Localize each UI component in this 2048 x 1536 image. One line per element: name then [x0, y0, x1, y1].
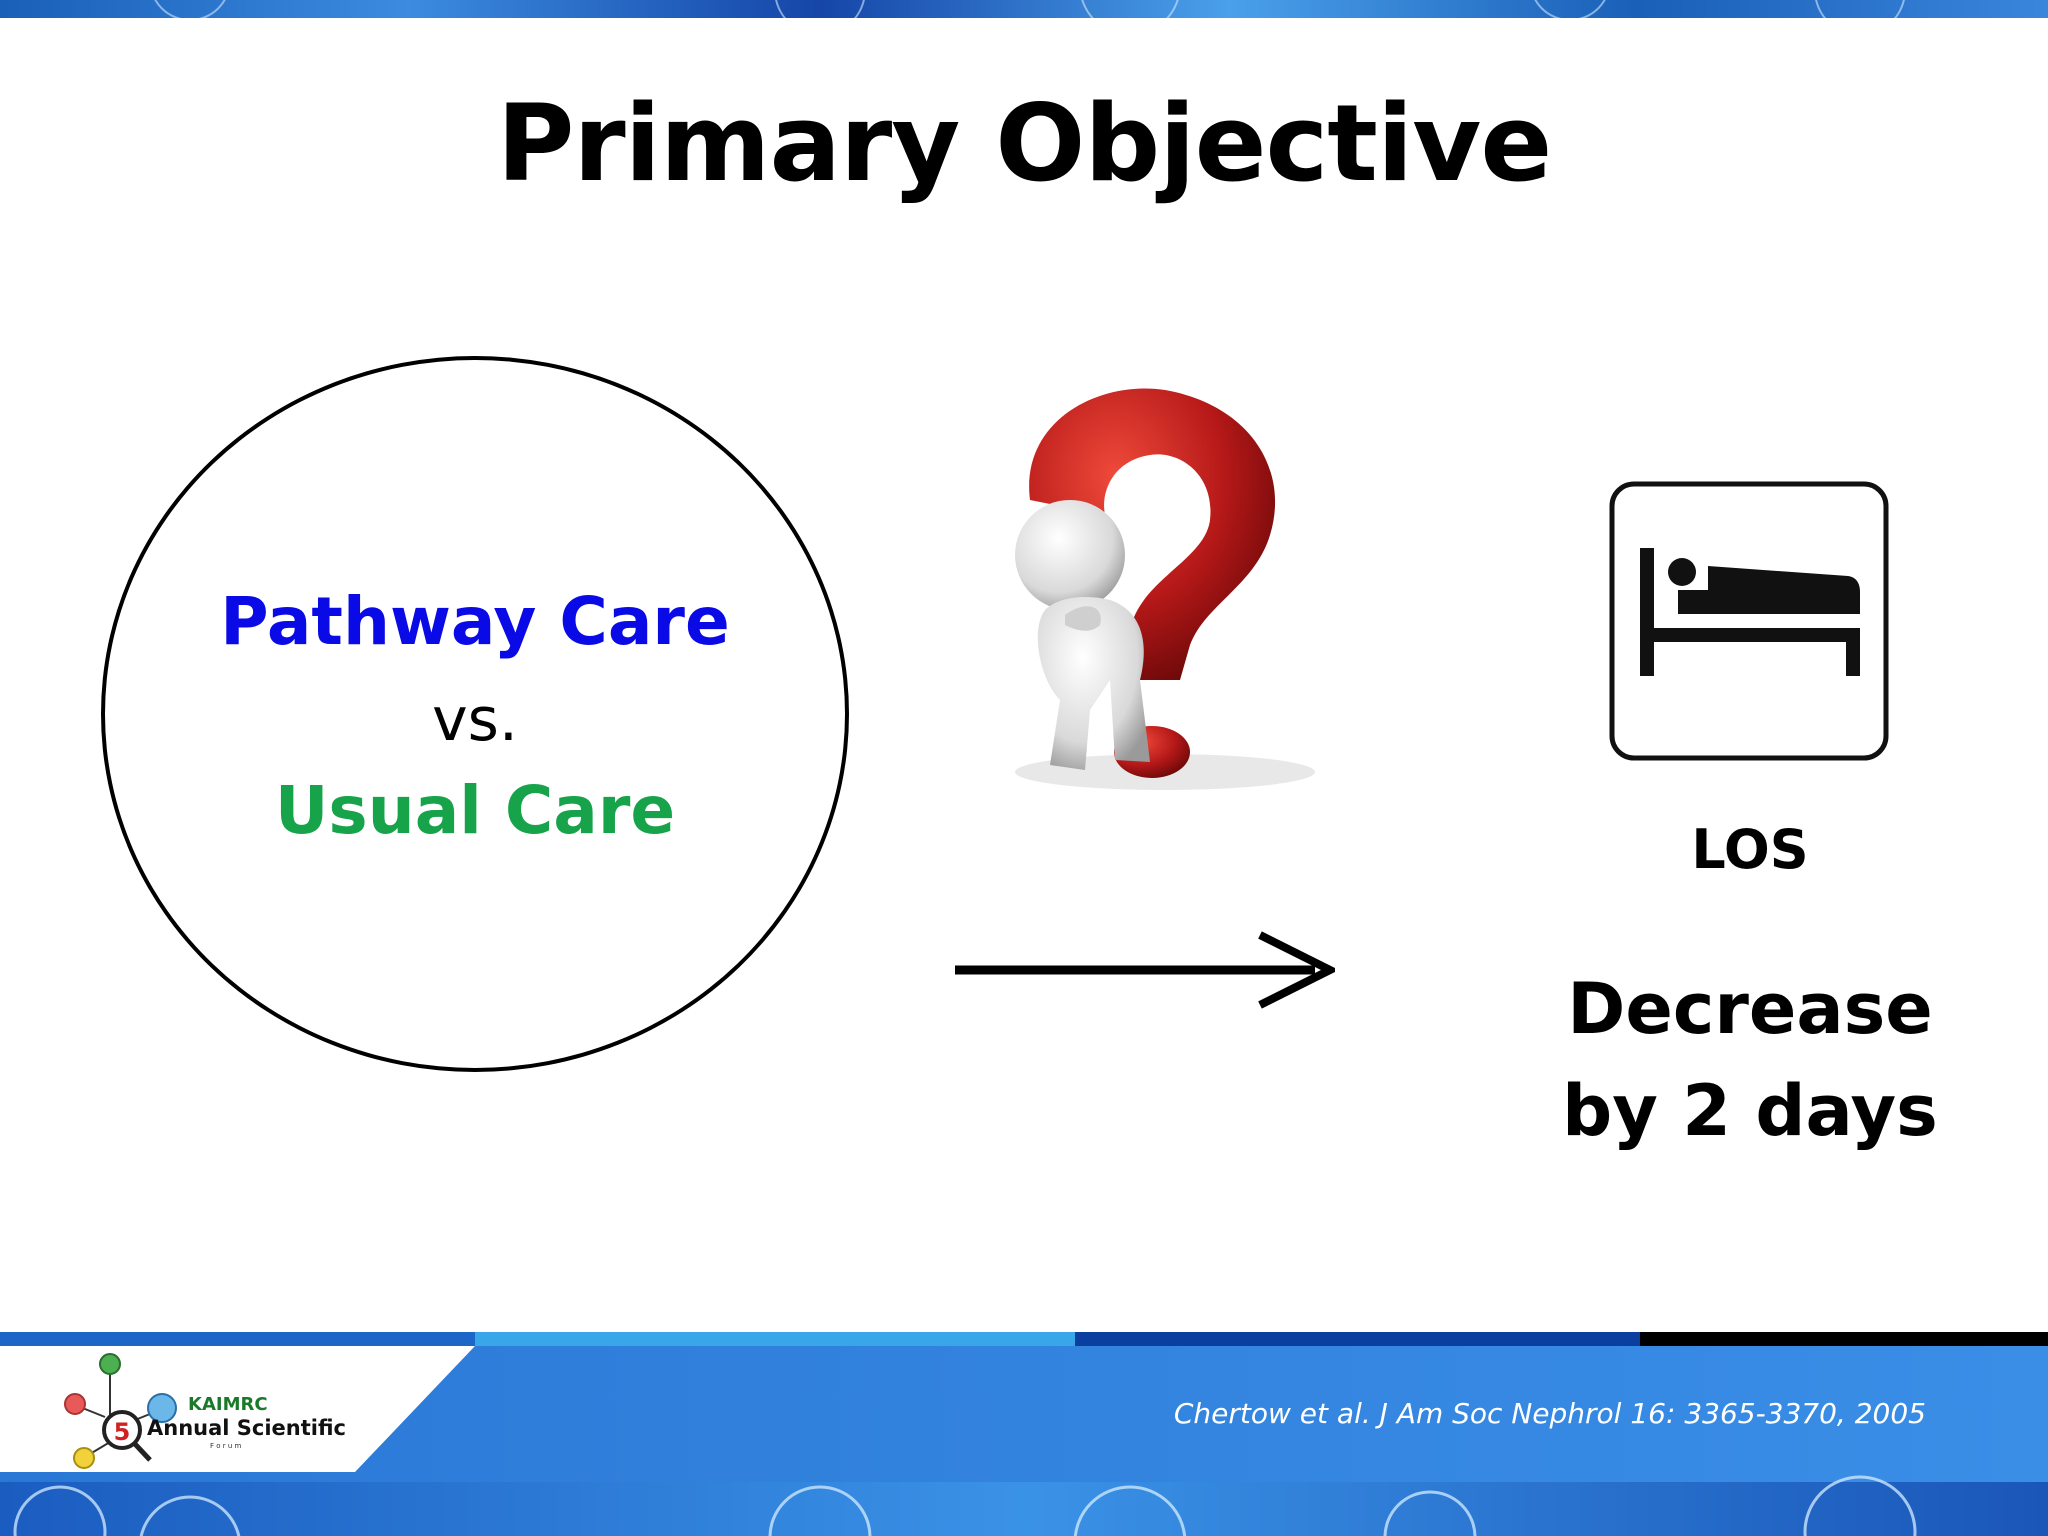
- intervention-label: Pathway Care: [220, 583, 730, 660]
- outcome-result: Decrease by 2 days: [1450, 958, 2048, 1162]
- arrow-right-icon: [955, 931, 1335, 1009]
- control-label: Usual Care: [274, 772, 676, 849]
- logo-line3: F o r u m: [210, 1442, 242, 1450]
- figure-body: [1037, 597, 1150, 770]
- top-band-pattern: [154, 0, 1905, 18]
- top-decorative-band: [0, 0, 2048, 18]
- footer-circle-pattern: [13, 1475, 1917, 1536]
- hotel-bed-icon: [1609, 481, 1889, 761]
- versus-label: vs.: [432, 685, 518, 755]
- comparison-circle: [101, 356, 849, 1072]
- question-mark-hook: [1029, 388, 1276, 680]
- outcome-result-line2: by 2 days: [1562, 1070, 1938, 1152]
- slide-title: Primary Objective: [496, 82, 1553, 205]
- citation-text: Chertow et al. J Am Soc Nephrol 16: 3365…: [1173, 1397, 1926, 1430]
- figure-head: [1015, 500, 1125, 610]
- outcome-label: LOS: [1691, 818, 1809, 881]
- logo-line2: Annual Scientific: [147, 1416, 346, 1440]
- logo-number: 5: [114, 1418, 131, 1446]
- outcome-result-line1: Decrease: [1567, 968, 1933, 1050]
- logo-line1: KAIMRC: [188, 1394, 268, 1415]
- figure-hand: [1065, 606, 1101, 631]
- kaimrc-logo: 5 KAIMRC Annual Scientific F o r u m: [64, 1353, 346, 1469]
- footer-banner: 5 KAIMRC Annual Scientific F o r u m: [0, 1332, 2048, 1536]
- question-mark-figure-icon: [1015, 388, 1315, 790]
